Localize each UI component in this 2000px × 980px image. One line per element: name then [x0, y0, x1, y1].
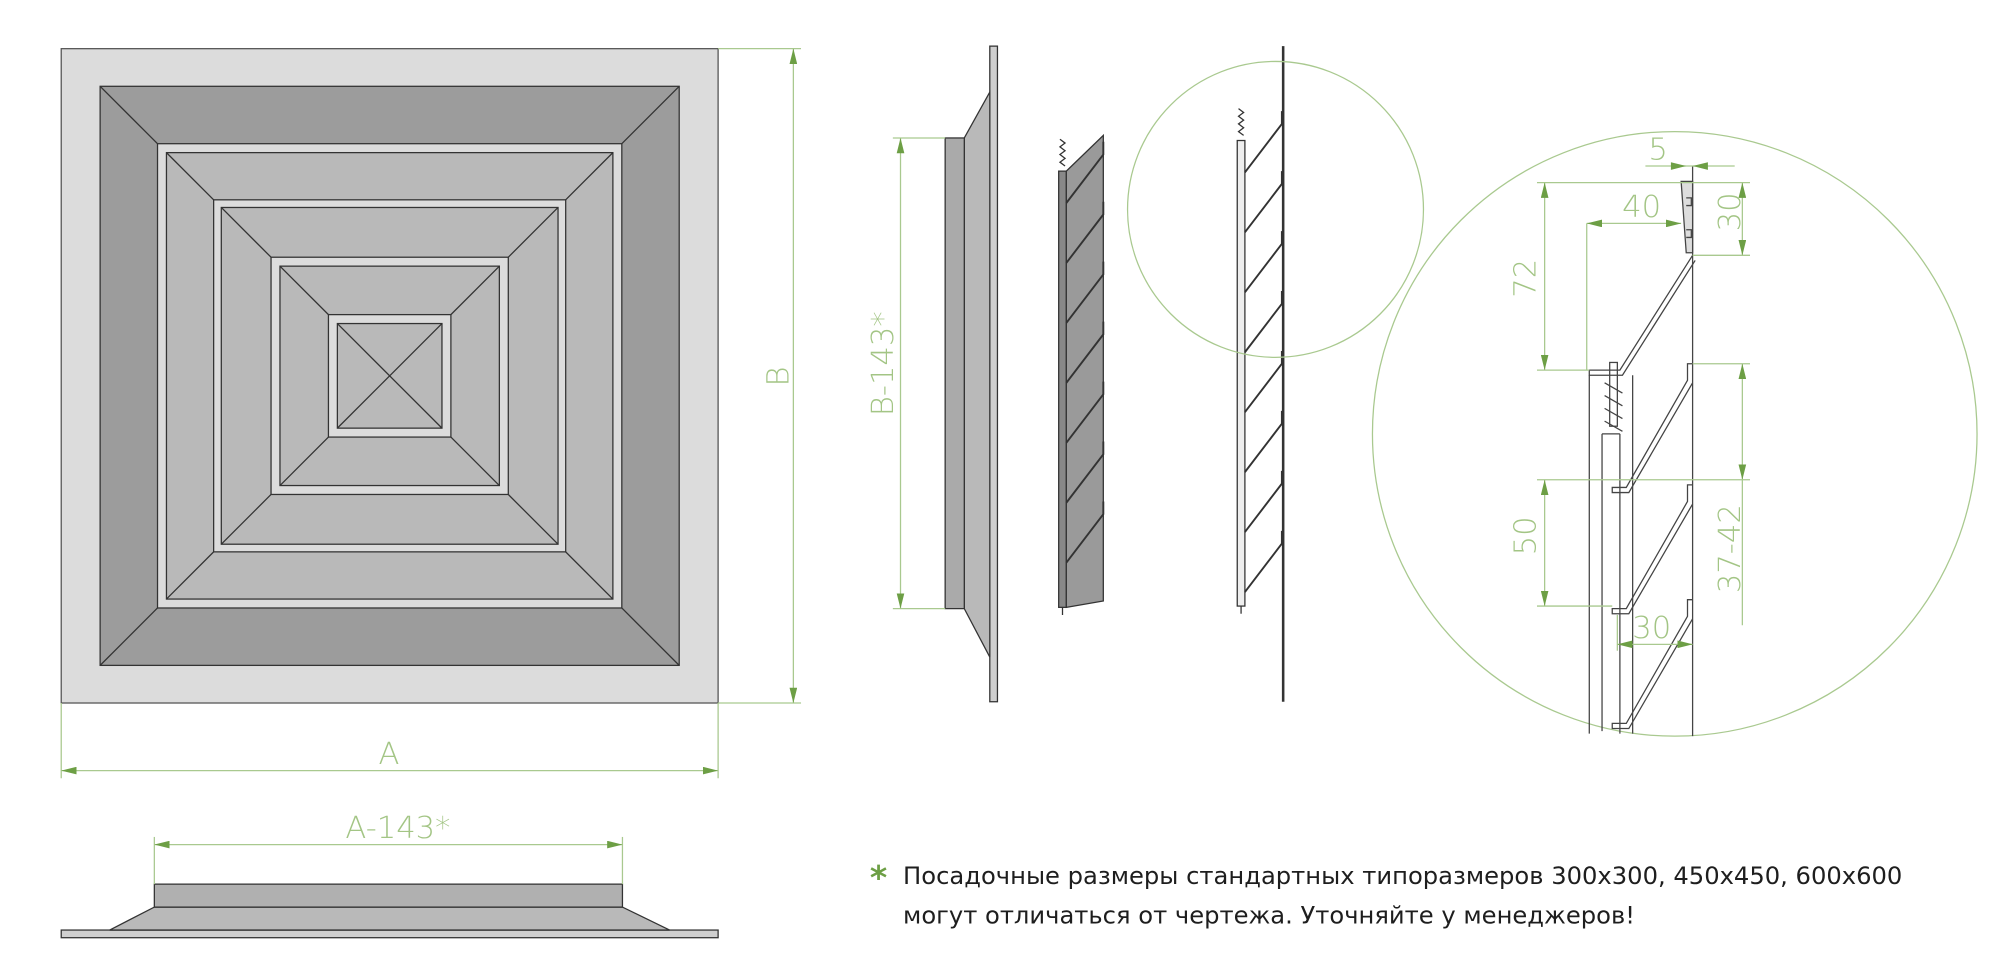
dim-50: 50: [1509, 516, 1544, 555]
footnote-line-1: Посадочные размеры стандартных типоразме…: [903, 862, 1902, 890]
section-view-shaded: [1058, 133, 1105, 615]
dim-30-vertical: 30: [1713, 192, 1748, 231]
bottom-view: A-143*: [60, 811, 719, 939]
diffuser-cone-ring: [279, 265, 500, 487]
dim-30-horizontal: 30: [1632, 611, 1671, 646]
dim-72: 72: [1509, 259, 1544, 298]
dim-b143-label: B-143*: [866, 311, 901, 416]
dim-5: 5: [1648, 133, 1667, 168]
dim-40: 40: [1622, 190, 1661, 225]
footnote-marker: *: [870, 858, 887, 897]
detail-view: 5 40 72 30 37-42 50 30: [1371, 130, 1978, 737]
dim-a143-label: A-143*: [345, 811, 450, 846]
detail-callout-circle: [1126, 60, 1425, 358]
front-view: [60, 48, 719, 704]
footnote: * Посадочные размеры стандартных типораз…: [870, 858, 1902, 929]
side-view: B-143*: [866, 45, 999, 703]
dim-b-label: B: [761, 366, 796, 386]
dimension-b: B: [718, 48, 802, 704]
dim-a-label: A: [379, 737, 400, 772]
section-view-outline: [1236, 46, 1285, 702]
dim-37-42: 37-42: [1713, 504, 1748, 593]
dimension-a: A: [60, 703, 719, 779]
footnote-line-2: могут отличаться от чертежа. Уточняйте у…: [903, 902, 1635, 930]
